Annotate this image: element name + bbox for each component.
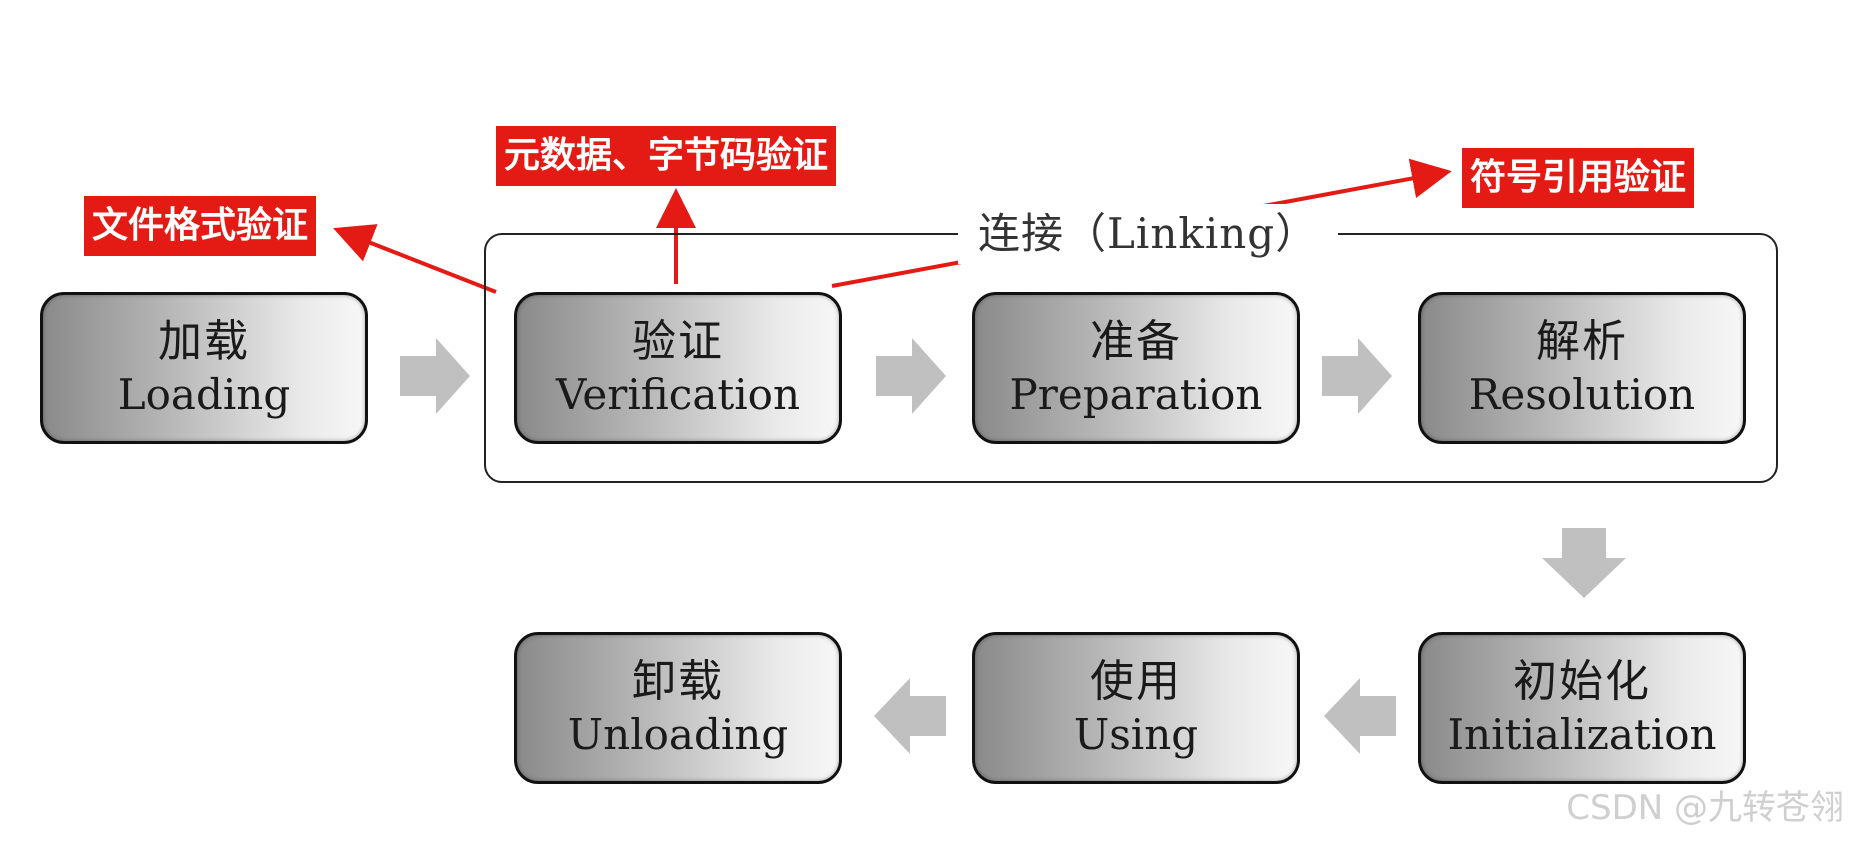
stage-resolution-en: Resolution <box>1468 370 1696 419</box>
stage-initialization-en: Initialization <box>1447 710 1717 759</box>
annotation-metadata-bytecode: 元数据、字节码验证 <box>496 126 837 186</box>
arrow-left-using-unloading <box>874 678 946 754</box>
watermark: CSDN @九转苍翎 <box>1566 788 1844 828</box>
stage-resolution-zh: 解析 <box>1536 316 1628 367</box>
arrow-right-preparation-resolution <box>1322 338 1392 414</box>
stage-verification-en: Verification <box>555 370 801 419</box>
stage-initialization: 初始化 Initialization <box>1418 632 1746 784</box>
stage-using-en: Using <box>1073 710 1199 759</box>
stage-preparation-en: Preparation <box>1009 370 1263 419</box>
arrow-left-initialization-using <box>1324 678 1396 754</box>
stage-unloading-en: Unloading <box>567 710 789 759</box>
annotation-file-format: 文件格式验证 <box>84 196 317 256</box>
stage-loading-en: Loading <box>117 370 291 419</box>
stage-resolution: 解析 Resolution <box>1418 292 1746 444</box>
stage-preparation-zh: 准备 <box>1090 316 1182 367</box>
stage-using: 使用 Using <box>972 632 1300 784</box>
stage-unloading-zh: 卸载 <box>632 656 724 707</box>
stage-initialization-zh: 初始化 <box>1513 656 1651 707</box>
stage-verification-zh: 验证 <box>632 316 724 367</box>
linking-label: 连接（Linking） <box>958 204 1339 264</box>
stage-preparation: 准备 Preparation <box>972 292 1300 444</box>
annotation-arrow-file-format <box>333 224 497 294</box>
stage-unloading: 卸载 Unloading <box>514 632 842 784</box>
arrow-right-loading-verification <box>400 338 470 414</box>
stage-using-zh: 使用 <box>1090 656 1182 707</box>
stage-loading-zh: 加载 <box>158 316 250 367</box>
stage-loading: 加载 Loading <box>40 292 368 444</box>
annotation-symbol-reference: 符号引用验证 <box>1462 148 1695 208</box>
stage-verification: 验证 Verification <box>514 292 842 444</box>
arrow-right-verification-preparation <box>876 338 946 414</box>
arrow-down-resolution-initialization <box>1542 528 1626 598</box>
